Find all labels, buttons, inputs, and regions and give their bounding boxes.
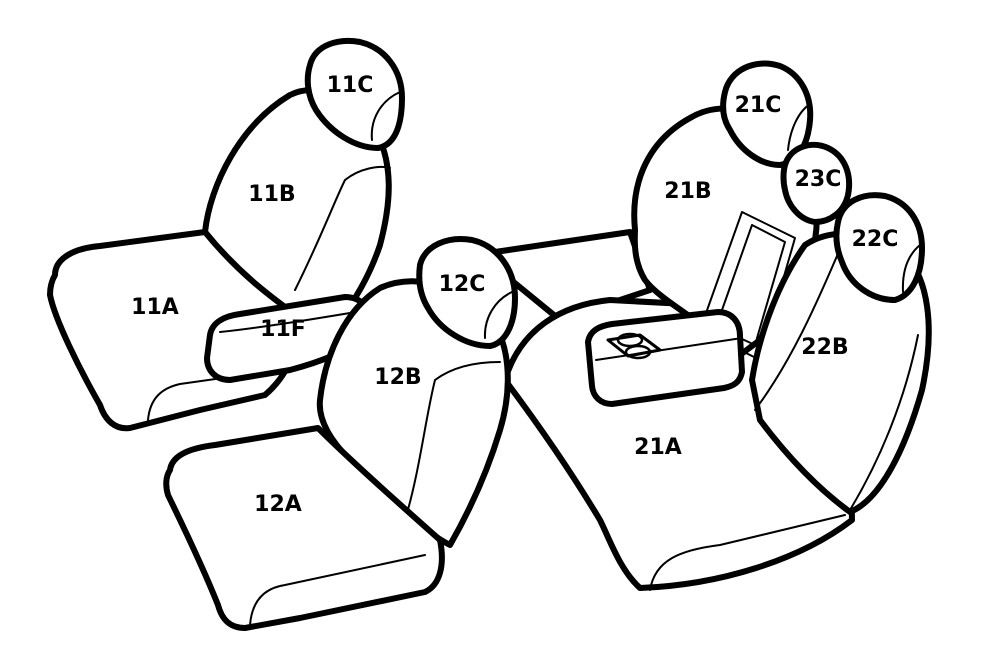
label-11c: 11C xyxy=(327,73,374,98)
rear-right-headrest-seam xyxy=(901,244,921,293)
front-left-headrest-seam xyxy=(370,91,401,141)
rear-armrest-top-edge xyxy=(595,337,743,361)
front-left-backrest-seam xyxy=(294,165,391,291)
rear-bench-cushion-seam xyxy=(649,514,846,591)
label-12a: 12A xyxy=(254,492,302,517)
front-left-cushion-seam xyxy=(147,371,266,421)
label-11f: 11F xyxy=(260,317,306,342)
label-21b: 21B xyxy=(664,179,711,204)
front-right-backrest-seam xyxy=(404,361,501,521)
front-right-cushion-seam xyxy=(249,554,426,626)
front-right-seat-group xyxy=(163,236,518,631)
front-left-headrest-11c xyxy=(304,37,405,151)
rear-right-headrest-22c xyxy=(833,192,925,303)
rear-center-headrest-23c xyxy=(780,141,852,225)
front-right-cushion-12a xyxy=(163,425,445,631)
rear-right-backrest-side-seam xyxy=(849,334,919,511)
label-12b: 12B xyxy=(374,365,421,390)
front-left-seat-group xyxy=(47,37,405,432)
front-right-headrest-12c xyxy=(416,236,518,349)
label-23c: 23C xyxy=(795,167,842,192)
front-right-headrest-seam xyxy=(483,291,513,339)
cup-holder-icon xyxy=(606,332,662,360)
label-21c: 21C xyxy=(735,93,782,118)
label-12c: 12C xyxy=(439,272,486,297)
label-21a: 21A xyxy=(634,435,682,460)
rear-left-backrest-seam-inner xyxy=(715,224,786,346)
label-22b: 22B xyxy=(801,335,848,360)
rear-bench-group xyxy=(492,60,932,591)
label-11a: 11A xyxy=(131,295,179,320)
part-labels: 11C 11B 11A 11F 12C 12B 12A 21C 23C 22C … xyxy=(131,73,898,517)
label-11b: 11B xyxy=(248,182,295,207)
label-22c: 22C xyxy=(852,227,899,252)
rear-left-headrest-seam xyxy=(787,103,811,151)
